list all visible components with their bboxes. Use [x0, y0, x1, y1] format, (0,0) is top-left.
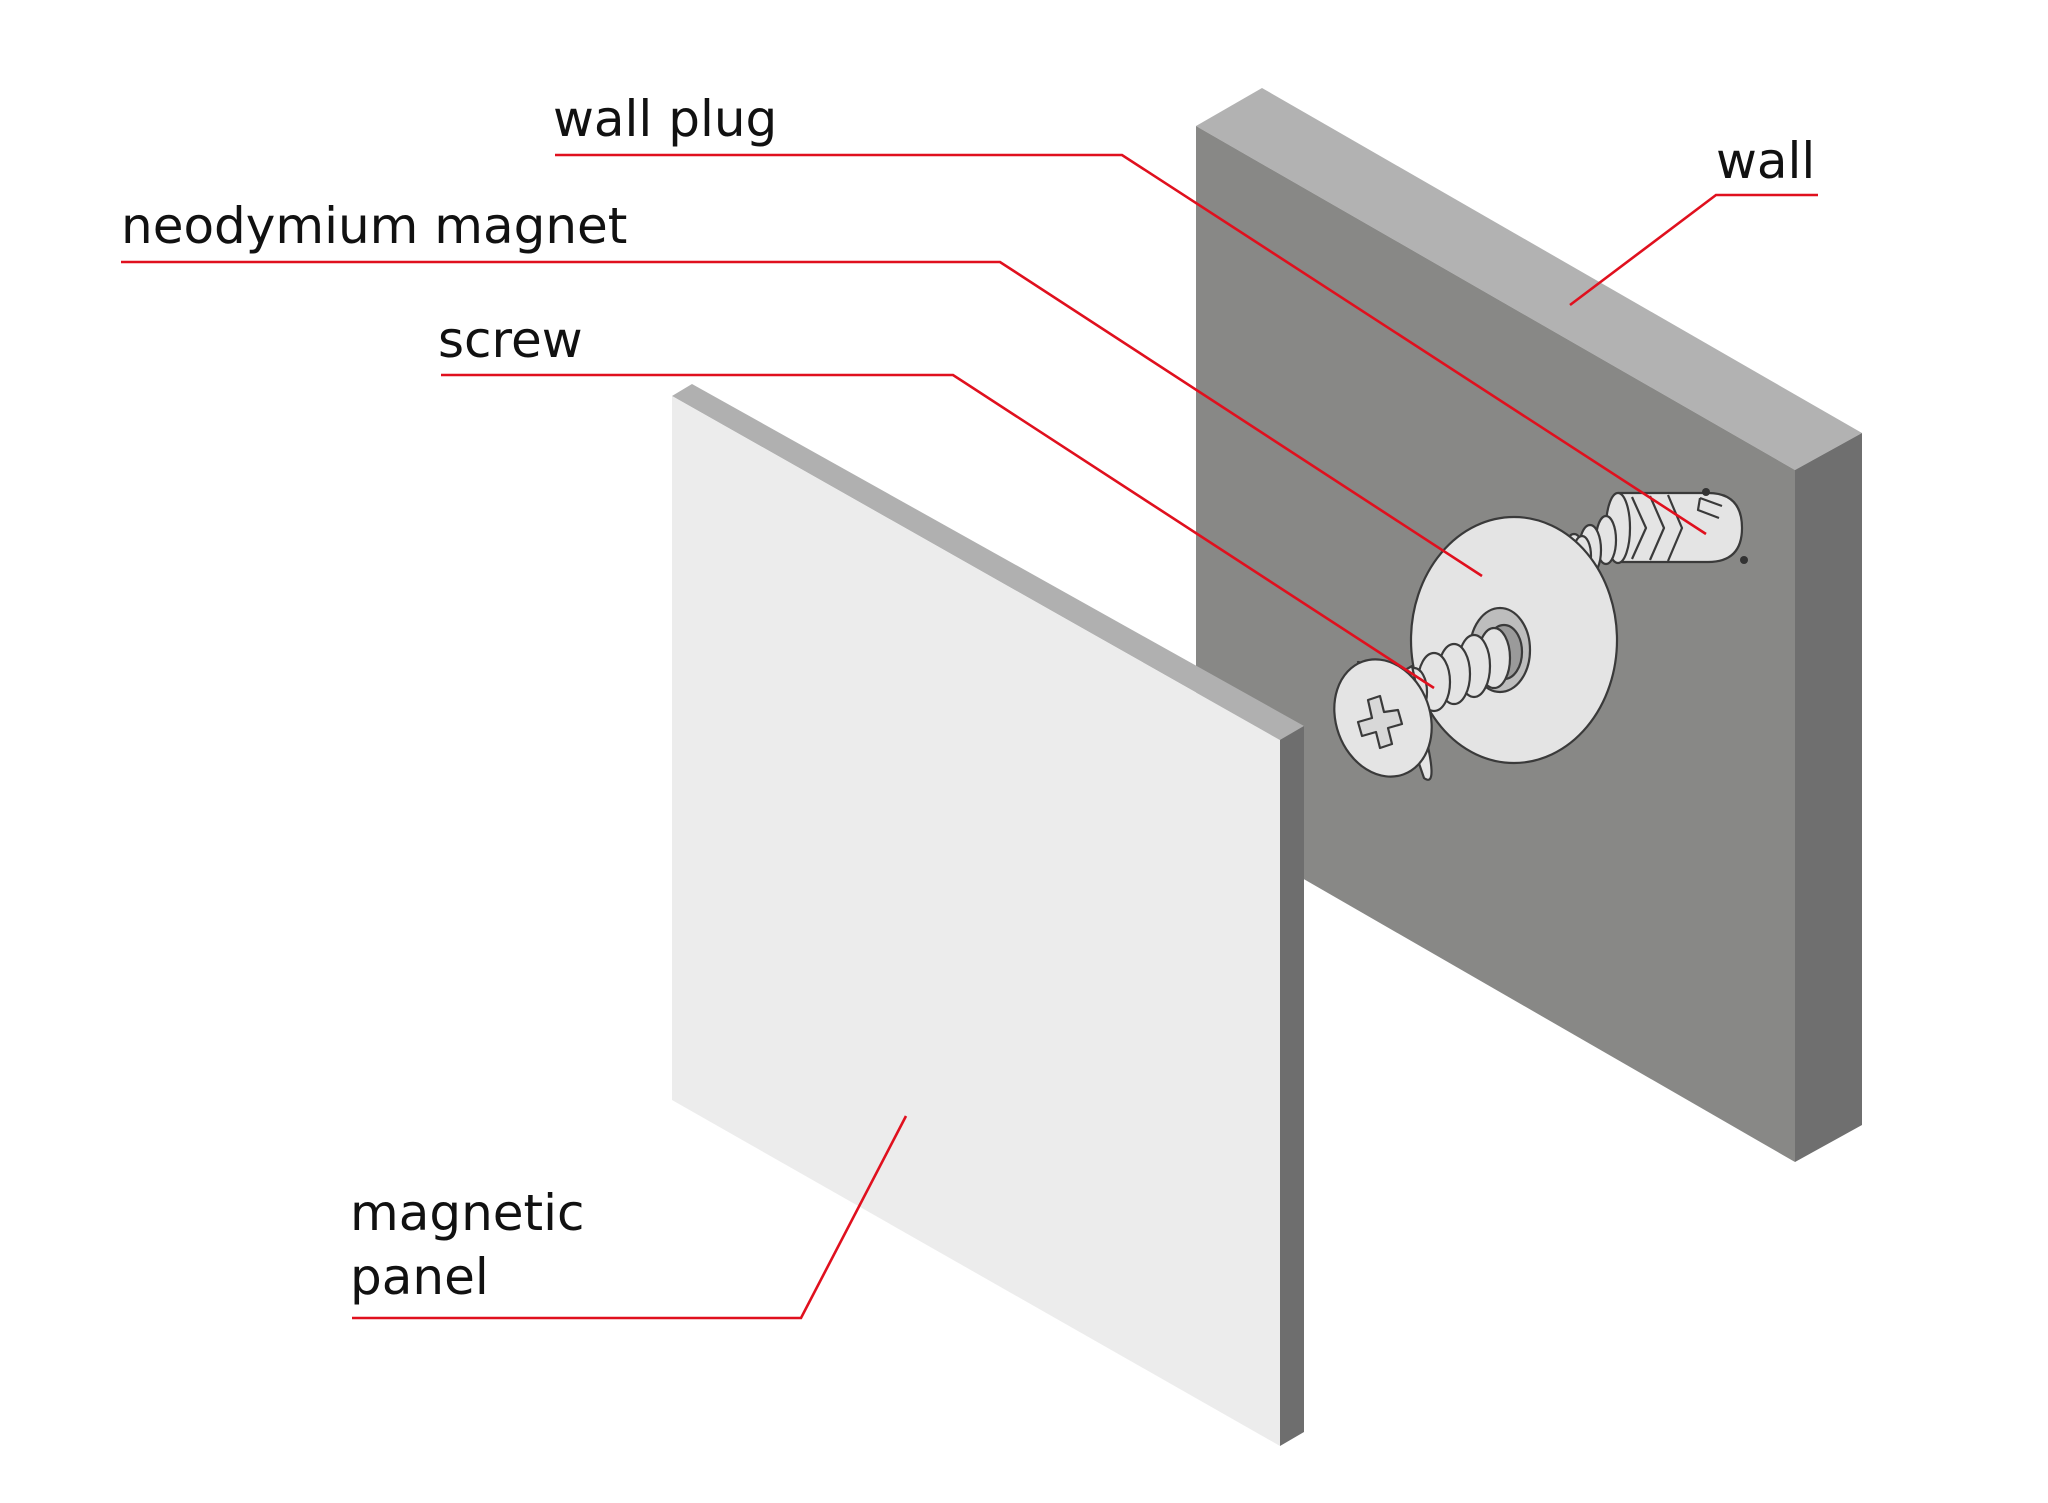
panel-front-face — [672, 396, 1280, 1446]
magnetic-panel — [672, 384, 1304, 1446]
wall-plug-label: wall plug — [553, 90, 777, 148]
screw-leader-line — [441, 373, 1435, 690]
wall-plug-body — [1616, 491, 1744, 564]
wall-plug-dot-top — [1702, 488, 1710, 496]
screw-phillips-cross — [1356, 694, 1404, 750]
magnetic-panel-label-line2: panel — [350, 1248, 489, 1306]
wall-plug — [1604, 488, 1748, 565]
wall-plug-leader-line — [555, 153, 1707, 536]
wall-leader-line — [1569, 193, 1818, 307]
panel-top-face — [672, 384, 1304, 740]
neodymium-magnet-label: neodymium magnet — [121, 197, 627, 255]
magnetic-panel-leader-line — [352, 1115, 908, 1320]
wall-side-face — [1795, 433, 1862, 1162]
wall-plug-dot-bottom — [1740, 556, 1748, 564]
wall-plug-slot — [1696, 496, 1723, 520]
neodymium-magnet-leader-line — [121, 260, 1483, 578]
neodymium-magnet — [1409, 515, 1619, 765]
labels: wall plug neodymium magnet screw wall ma… — [121, 90, 1815, 1306]
wall-plug-ribs — [1630, 494, 1684, 562]
wall-top-face — [1196, 88, 1862, 470]
wall-label: wall — [1716, 132, 1815, 190]
leader-lines — [121, 153, 1818, 1320]
magnetic-panel-label-line1: magnetic — [350, 1184, 585, 1242]
screw-label: screw — [438, 311, 583, 369]
panel-side-face — [1280, 726, 1304, 1446]
